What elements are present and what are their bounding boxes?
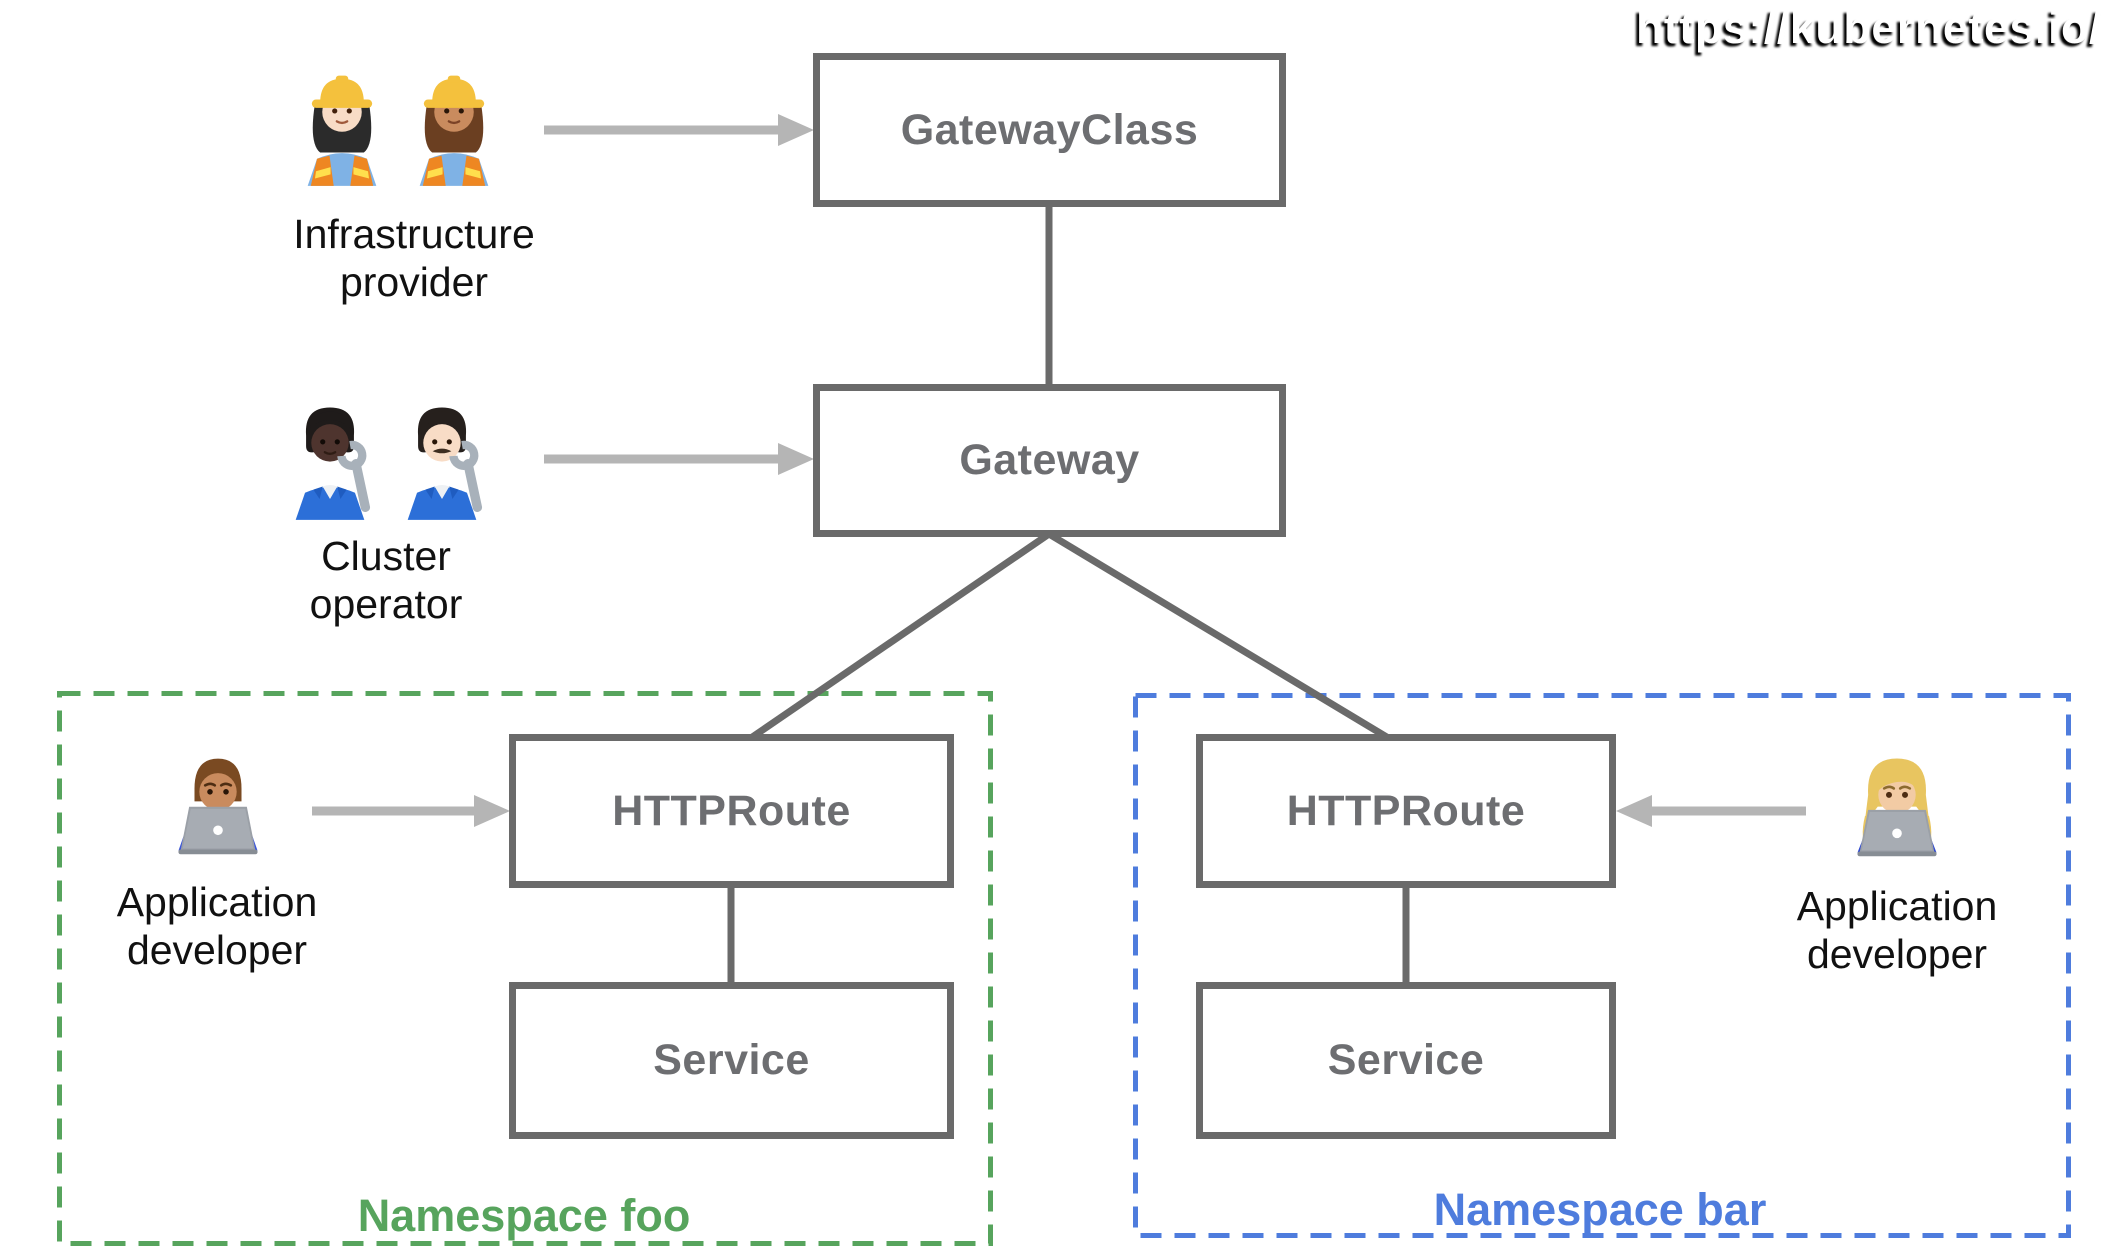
namespace-bar-border [1133, 693, 2071, 1238]
mechanic-dark-icon [295, 407, 371, 520]
arrow-app-developer-to-httproute-foo [312, 795, 510, 827]
cluster-operator-label: Cluster operator [136, 532, 636, 628]
infrastructure-provider-label: Infrastructure provider [164, 210, 664, 306]
node-gatewayclass: GatewayClass [813, 53, 1286, 207]
woman-construction-worker-light-icon [307, 75, 377, 186]
cluster-operator-label-line1: Cluster [321, 533, 451, 579]
application-developer-bar-label-line1: Application [1796, 883, 1998, 929]
arrowhead-right-icon [778, 443, 814, 475]
namespace-foo-border [57, 691, 993, 1246]
namespace-foo-label: Namespace foo [357, 1190, 691, 1241]
application-developer-foo-label-line1: Application [116, 879, 318, 925]
namespace-bar-label: Namespace bar [1433, 1184, 1767, 1235]
application-developer-foo-icon-wrap [163, 748, 273, 873]
arrow-infrastructure-provider-to-gatewayclass [544, 114, 814, 146]
infrastructure-provider-label-line2: provider [339, 259, 489, 305]
arrowhead-left-icon [1616, 795, 1652, 827]
arrow-app-developer-to-httproute-bar [1616, 795, 1806, 827]
application-developer-bar-label-line2: developer [1806, 931, 1988, 977]
httproute-bar-label: HTTPRoute [1286, 786, 1526, 835]
connector-gateway-httproute-foo [743, 531, 1051, 745]
service-bar-label: Service [1327, 1036, 1485, 1084]
application-developer-foo-label-line2: developer [126, 927, 308, 973]
node-gateway: Gateway [813, 384, 1286, 537]
application-developer-foo-label: Application developer [0, 878, 467, 974]
service-foo-label: Service [653, 1036, 810, 1084]
gateway-label: Gateway [959, 436, 1140, 484]
node-service-bar: Service [1196, 982, 1616, 1139]
application-developer-bar-icon-wrap [1842, 750, 1952, 875]
arrowhead-right-icon [474, 795, 510, 827]
woman-technologist-icon [1857, 758, 1937, 857]
arrowhead-right-icon [778, 114, 814, 146]
node-httproute-foo: HTTPRoute [509, 734, 954, 888]
infrastructure-provider-icons [290, 64, 506, 186]
kubernetes-url-watermark: https://kubernetes.io/ [1635, 2, 2102, 53]
arrow-cluster-operator-to-gateway [544, 443, 814, 475]
man-technologist-icon [178, 758, 258, 855]
connector-gateway-httproute-bar [1047, 531, 1397, 745]
node-httproute-bar: HTTPRoute [1196, 734, 1616, 888]
node-service-foo: Service [509, 982, 954, 1139]
application-developer-bar-label: Application developer [1647, 882, 2112, 978]
gatewayclass-label: GatewayClass [900, 105, 1199, 154]
cluster-operator-icons [278, 398, 494, 520]
cluster-operator-label-line2: operator [309, 581, 463, 627]
woman-construction-worker-medium-icon [419, 75, 489, 186]
httproute-foo-label: HTTPRoute [612, 786, 851, 835]
infrastructure-provider-label-line1: Infrastructure [293, 211, 535, 257]
man-mechanic-light-icon [407, 407, 483, 520]
